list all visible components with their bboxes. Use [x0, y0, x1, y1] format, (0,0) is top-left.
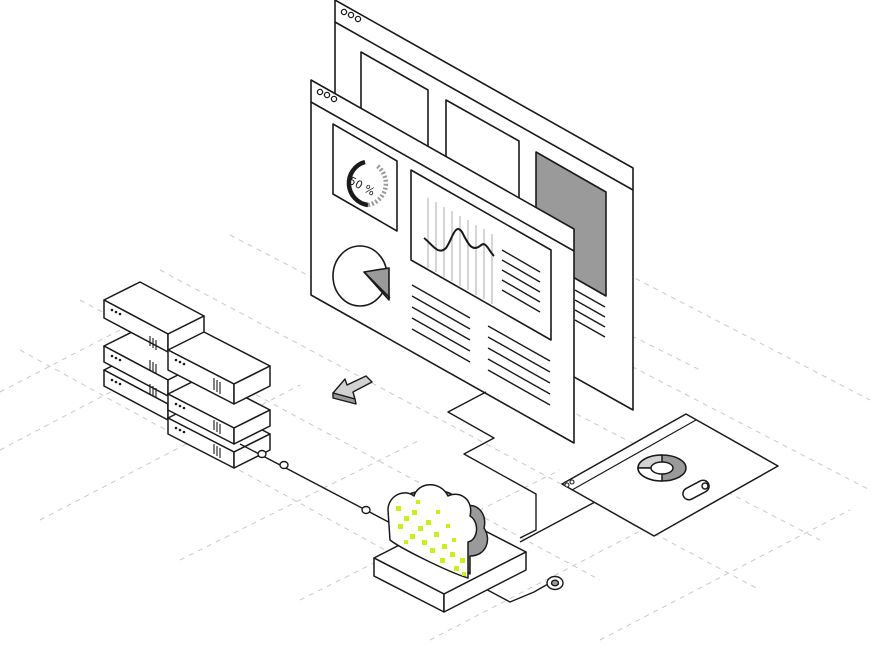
cloud-pixels [396, 500, 466, 576]
text-lines [411, 284, 551, 406]
pie-chart-icon [332, 245, 391, 307]
gauge-card [332, 123, 398, 232]
server-lights [110, 308, 186, 434]
connector-node-icon [257, 449, 564, 591]
cloud-icon [387, 484, 489, 579]
donut-chart-icon [637, 454, 687, 482]
ground-grid [0, 209, 871, 641]
device-panel [561, 413, 779, 537]
server-stack-icon [103, 281, 271, 469]
front-window: 50 % [310, 79, 575, 444]
line-chart-icon [423, 198, 541, 313]
window-dots-icon [340, 8, 362, 23]
toggle-icon [682, 479, 710, 501]
server-vents [149, 336, 221, 458]
window-dots-icon [316, 88, 338, 103]
arrow-left-icon [332, 375, 373, 405]
back-text-lines [574, 289, 606, 338]
window-dots-icon [564, 479, 575, 488]
